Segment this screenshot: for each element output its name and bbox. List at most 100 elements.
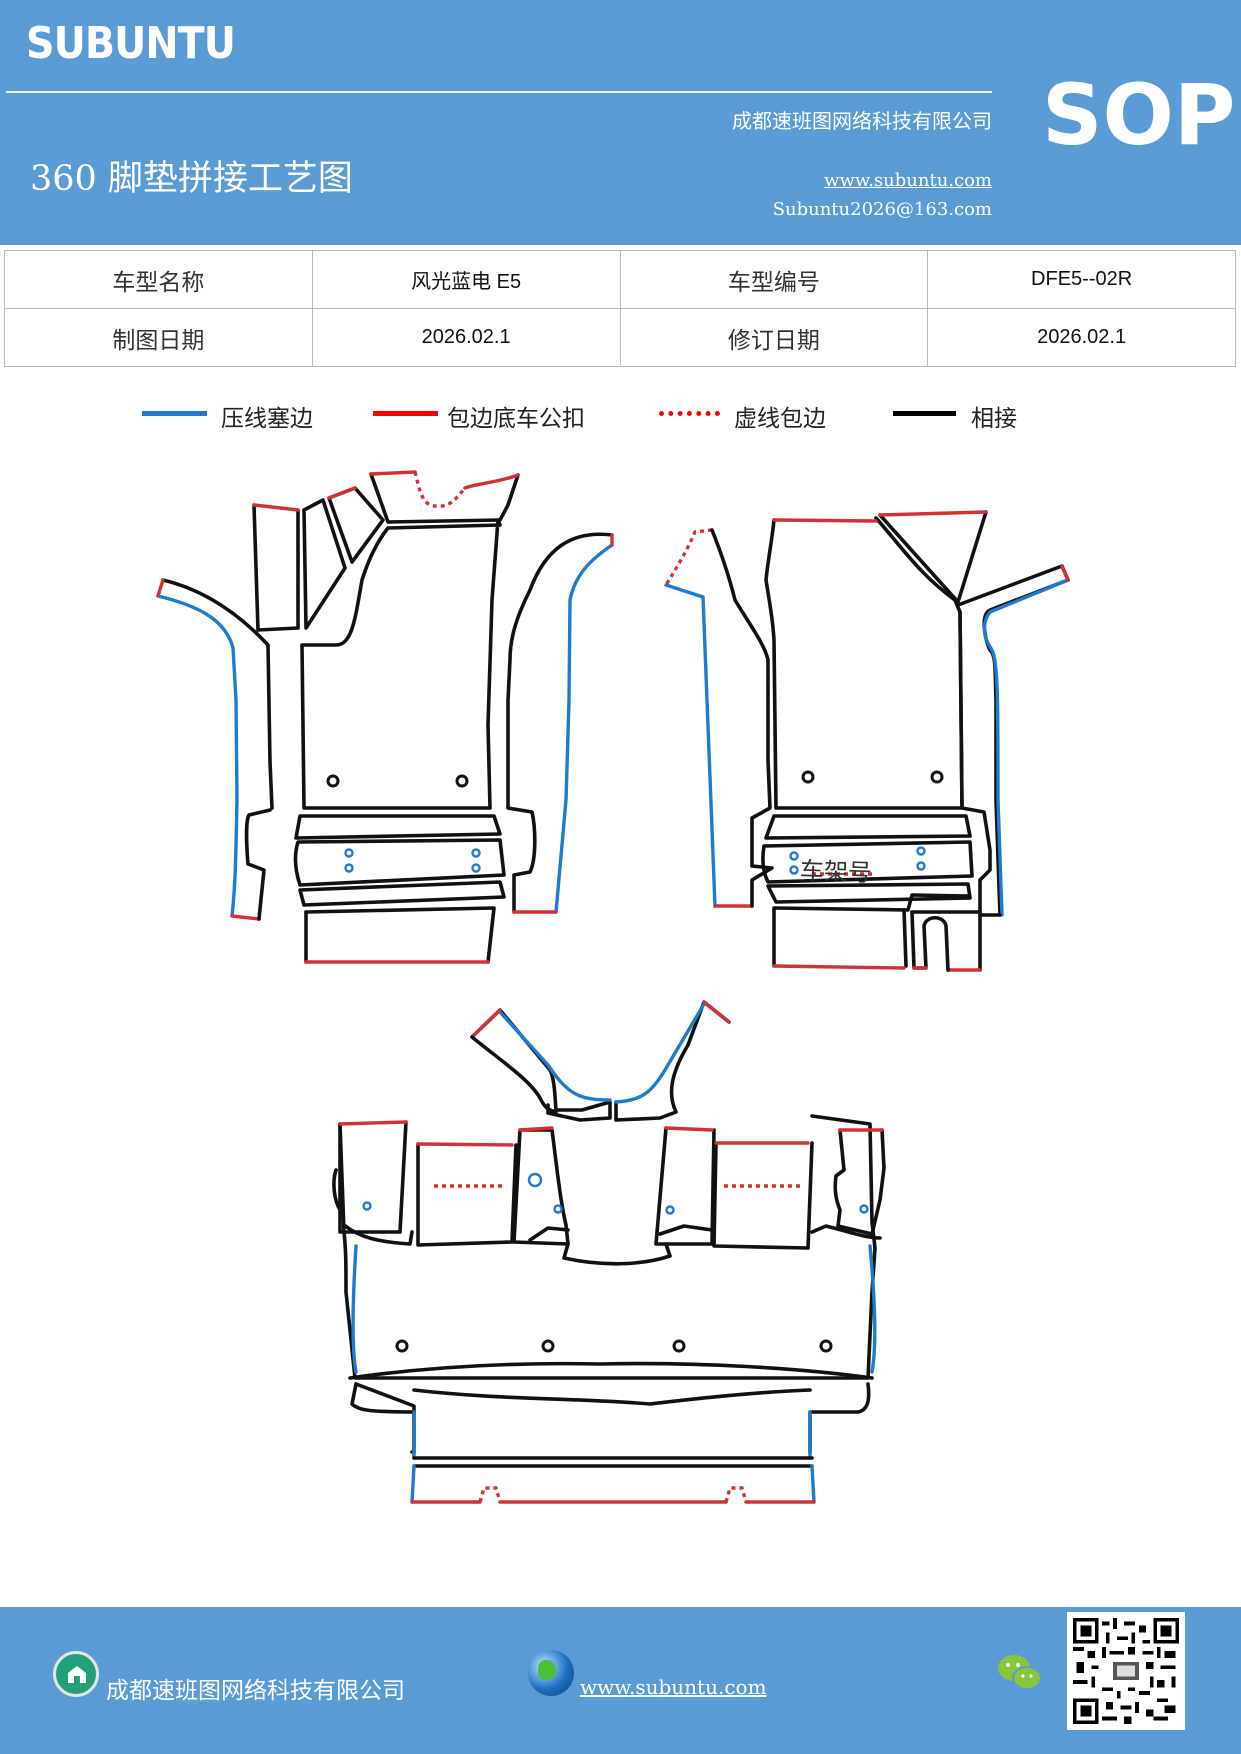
revision-date-value: 2026.02.1	[927, 308, 1236, 367]
model-name-value: 风光蓝电 E5	[311, 250, 621, 309]
rear-mat-seam	[528, 1226, 570, 1242]
frame-number-label: 车架号	[799, 856, 873, 888]
header-email: Subuntu2026@163.com	[772, 199, 992, 220]
mounting-hole	[395, 1339, 409, 1353]
driver-mat-buckle-edge	[463, 473, 520, 490]
passenger-mat-seam	[766, 882, 972, 904]
table-row: 制图日期 2026.02.1 修订日期 2026.02.1	[4, 308, 1236, 367]
legend-swatch	[142, 411, 207, 416]
driver-mat-seam	[300, 518, 502, 810]
rear-mat-seam	[654, 1126, 716, 1246]
rear-mat	[332, 1000, 886, 1504]
driver-mat-dashed-edge	[413, 471, 467, 508]
rear-mat-seam	[338, 1114, 877, 1380]
passenger-mat-pressed-edge	[664, 583, 717, 908]
clip-point	[859, 1204, 869, 1214]
rear-mat-seam	[354, 1382, 416, 1454]
rear-mat-buckle-edge	[416, 1142, 514, 1147]
rear-mat-seam	[412, 1388, 812, 1406]
passenger-mat-buckle-edge	[772, 964, 906, 970]
header-banner: SUBUNTU 成都速班图网络科技有限公司 360 脚垫拼接工艺图 www.su…	[0, 0, 1241, 245]
footer-website-link[interactable]: www.subuntu.com	[580, 1675, 767, 1699]
drawing-date-value: 2026.02.1	[311, 308, 621, 367]
mounting-hole	[326, 774, 340, 788]
legend-swatch	[373, 411, 438, 416]
globe-icon	[528, 1650, 574, 1696]
brand-logo: SUBUNTU	[26, 18, 236, 69]
rear-mat-dashed-edge	[724, 1486, 748, 1503]
model-code-label: 车型编号	[619, 250, 929, 309]
mounting-hole	[541, 1339, 555, 1353]
clip-point	[344, 848, 354, 858]
building-icon	[53, 1651, 99, 1697]
driver-mat-buckle-edge	[369, 470, 417, 476]
driver-mat-seam	[302, 498, 347, 630]
rear-mat-seam	[350, 1382, 416, 1414]
footer-company: 成都速班图网络科技有限公司	[106, 1678, 405, 1704]
rear-mat-seam	[562, 1242, 672, 1266]
clip-point	[916, 846, 926, 856]
mounting-hole	[801, 770, 815, 784]
driver-mat-buckle-edge	[156, 578, 165, 598]
rear-mat-buckle-edge	[664, 1126, 714, 1132]
driver-mat-seam	[293, 838, 506, 887]
page-title: 360 脚垫拼接工艺图	[30, 159, 353, 199]
legend-label: 相接	[971, 406, 1017, 432]
clip-point	[471, 848, 481, 858]
passenger-mat-seam	[878, 510, 988, 604]
passenger-mat-pressed-edge	[982, 578, 1070, 917]
driver-mat-buckle-edge	[327, 486, 357, 500]
rear-mat-seam	[332, 1168, 342, 1212]
clip-point	[789, 865, 799, 875]
header-website-link[interactable]: www.subuntu.com	[824, 170, 992, 191]
passenger-mat-seam	[772, 893, 970, 912]
rear-mat-seam	[342, 1223, 414, 1246]
vehicle-info-table: 车型名称 风光蓝电 E5 车型编号 DFE5--02R 制图日期 2026.02…	[4, 250, 1236, 367]
wechat-icon[interactable]	[996, 1652, 1044, 1694]
passenger-mat-seam	[710, 528, 774, 908]
rear-mat-seam	[338, 1120, 408, 1234]
mounting-hole	[930, 770, 944, 784]
clip-point	[916, 861, 926, 871]
clip-point	[344, 863, 354, 873]
clip-point	[789, 851, 799, 861]
mounting-hole	[819, 1339, 833, 1353]
rear-mat-buckle-edge	[470, 1008, 502, 1039]
legend-label: 虚线包边	[734, 406, 826, 432]
rear-mat-dashed-edge	[478, 1486, 502, 1503]
table-row: 车型名称 风光蓝电 E5 车型编号 DFE5--02R	[4, 250, 1236, 309]
rear-mat-seam	[808, 1382, 871, 1454]
header-divider	[6, 91, 992, 93]
rear-mat-seam	[833, 1128, 886, 1236]
driver-mat-seam	[252, 503, 300, 632]
rear-mat-seam	[416, 1142, 518, 1247]
passenger-mat	[664, 510, 1070, 972]
drawing-date-label: 制图日期	[4, 308, 313, 367]
legend-label: 包边底车公扣	[447, 406, 585, 432]
passenger-mat-seam	[910, 910, 982, 972]
model-code-value: DFE5--02R	[927, 250, 1236, 309]
driver-mat-buckle-edge	[230, 914, 261, 921]
legend-swatch	[893, 411, 956, 416]
passenger-mat-seam	[761, 840, 974, 884]
rear-mat-buckle-edge	[702, 1000, 731, 1024]
qr-code[interactable]	[1067, 1612, 1185, 1730]
clip-point	[362, 1201, 372, 1211]
driver-mat	[156, 470, 614, 964]
passenger-mat-seam	[764, 814, 972, 840]
rear-mat-seam	[712, 1141, 814, 1250]
passenger-mat-seam	[958, 610, 1002, 917]
rear-mat-buckle-edge	[518, 1126, 554, 1132]
legend-swatch	[659, 411, 720, 416]
driver-mat-seam	[244, 808, 272, 921]
passenger-mat-seam	[764, 516, 964, 810]
rear-mat-pressed-edge	[498, 1010, 612, 1102]
revision-date-label: 修订日期	[619, 308, 929, 367]
clip-point	[553, 1204, 563, 1214]
qr-code-pattern	[1073, 1618, 1179, 1724]
passenger-mat-seam	[902, 908, 908, 968]
passenger-mat-seam	[956, 564, 1070, 917]
passenger-mat-buckle-edge	[1060, 564, 1070, 582]
sop-badge: SOP	[1042, 66, 1236, 164]
